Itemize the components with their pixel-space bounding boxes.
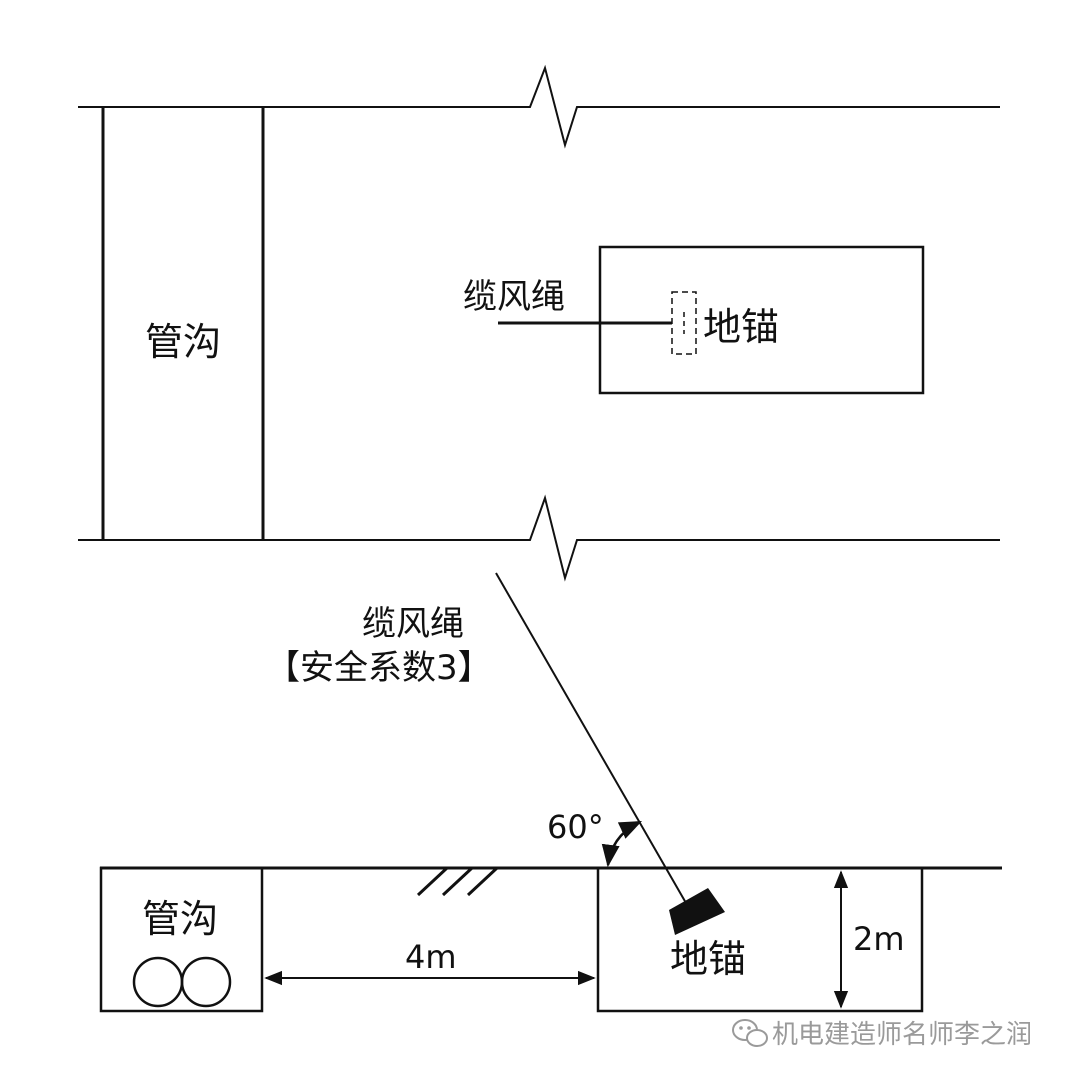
plan-anchor-label: 地锚 <box>703 305 779 349</box>
distance-label: 4m <box>405 938 457 976</box>
safety-factor-label: 【安全系数3】 <box>266 648 492 688</box>
section-guy-rope-label: 缆风绳 <box>362 604 464 644</box>
section-anchor-pit-box <box>596 866 924 1013</box>
section-guy-rope-line <box>495 572 687 904</box>
plan-bottom-boundary-line <box>78 494 1000 582</box>
plan-anchor-dashed-outline <box>671 291 697 355</box>
pipe-circle <box>132 956 184 1008</box>
angle-arc <box>601 820 643 868</box>
watermark: 机电建造师名师李之润 <box>732 1019 1032 1050</box>
plan-trench-label: 管沟 <box>145 320 221 364</box>
ground-hatch <box>441 866 474 897</box>
section-view: 管沟 地锚 缆风绳 【安全系数3】 60° 4m 2m <box>99 572 1002 1013</box>
plan-guy-rope-label: 缆风绳 <box>463 277 565 317</box>
wechat-icon <box>732 1019 768 1047</box>
pipe-circle <box>180 956 232 1008</box>
plan-top-boundary-line <box>78 64 1000 149</box>
ground-hatch <box>416 866 449 897</box>
plan-anchor-pit <box>598 245 925 395</box>
depth-label: 2m <box>853 920 905 958</box>
watermark-text: 机电建造师名师李之润 <box>772 1020 1032 1050</box>
anchor-block <box>669 888 725 935</box>
section-trench-box <box>99 866 264 1013</box>
angle-label: 60° <box>547 808 604 846</box>
section-anchor-label: 地锚 <box>670 937 746 981</box>
ground-hatch <box>466 866 499 897</box>
plan-view: 管沟 缆风绳 地锚 <box>78 64 1000 582</box>
section-trench-label: 管沟 <box>142 897 218 941</box>
